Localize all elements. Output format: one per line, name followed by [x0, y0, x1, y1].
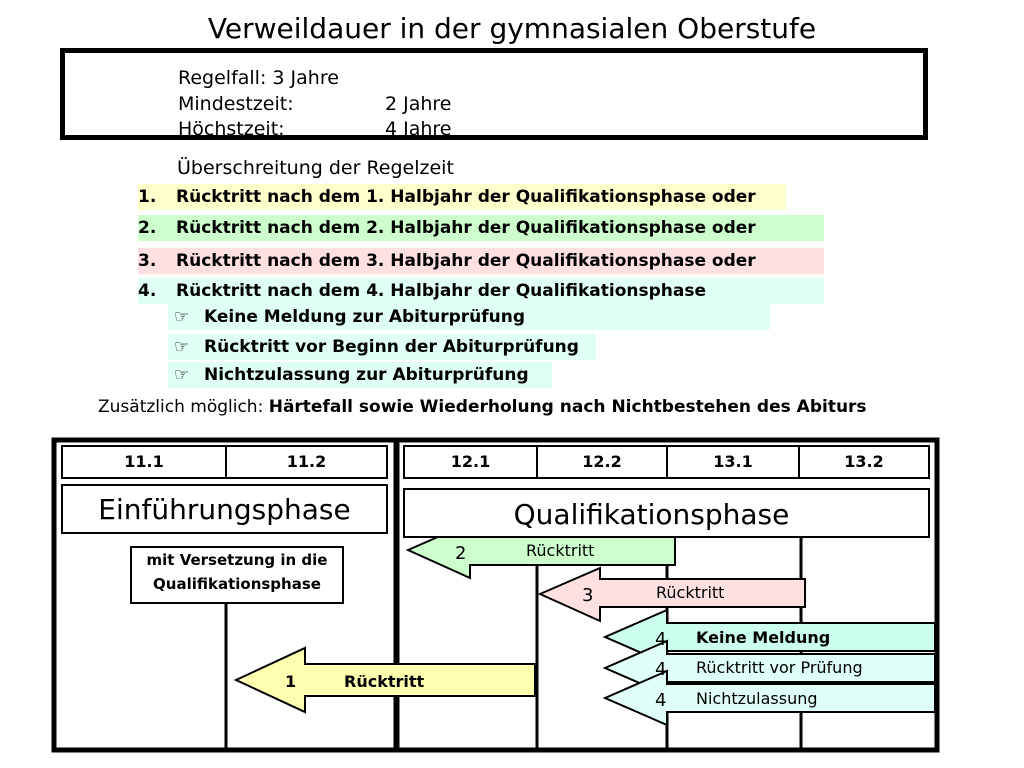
arrow-4c-number: 4 [655, 690, 666, 711]
arrow-1-number: 1 [285, 672, 296, 691]
arrow-4b-number: 4 [655, 659, 666, 680]
exceed-heading: Überschreitung der Regelzeit [177, 157, 454, 179]
case-text: Rücktritt nach dem 3. Halbjahr der Quali… [176, 251, 756, 271]
case-band-1: 1. Rücktritt nach dem 1. Halbjahr der Qu… [138, 184, 786, 210]
pointing-hand-icon: ☞ [174, 337, 190, 357]
arrow-4a-number: 4 [655, 629, 666, 650]
semester-11-2: 11.2 [225, 445, 388, 479]
case-text: Rücktritt nach dem 4. Halbjahr der Quali… [176, 281, 706, 301]
arrow-2-number: 2 [455, 543, 466, 564]
versetzung-box: mit Versetzung in die Qualifikationsphas… [130, 546, 344, 604]
rules-box: Regelfall: 3 Jahre Mindestzeit: 2 Jahre … [60, 48, 928, 140]
subcase-3: ☞ Nichtzulassung zur Abiturprüfung [168, 362, 552, 388]
case-band-2: 2. Rücktritt nach dem 2. Halbjahr der Qu… [138, 215, 824, 241]
semester-12-1: 12.1 [403, 445, 538, 479]
arrow-4a-label: Keine Meldung [696, 628, 830, 647]
extra-bold: Härtefall sowie Wiederholung nach Nichtb… [268, 397, 867, 417]
arrow-1 [233, 646, 536, 714]
rule-mindest-value: 2 Jahre [385, 93, 452, 115]
subcase-text: Keine Meldung zur Abiturprüfung [204, 307, 526, 327]
arrow-4c-label: Nichtzulassung [696, 689, 818, 708]
versetzung-line-2: Qualifikationsphase [153, 575, 321, 593]
case-number: 2. [138, 218, 157, 238]
versetzung-line-1: mit Versetzung in die [146, 551, 328, 569]
phase-qual: Qualifikationsphase [403, 488, 930, 538]
extra-prefix: Zusätzlich möglich: [98, 397, 269, 417]
case-number: 1. [138, 187, 157, 207]
case-band-4: 4. Rücktritt nach dem 4. Halbjahr der Qu… [138, 278, 824, 304]
arrow-4-nichtzulassung [602, 669, 936, 727]
arrow-4b-label: Rücktritt vor Prüfung [696, 658, 863, 677]
rule-mindest-label: Mindestzeit: [178, 93, 294, 115]
case-text: Rücktritt nach dem 2. Halbjahr der Quali… [176, 218, 756, 238]
semester-13-2: 13.2 [798, 445, 930, 479]
case-text: Rücktritt nach dem 1. Halbjahr der Quali… [176, 187, 756, 207]
subcase-2: ☞ Rücktritt vor Beginn der Abiturprüfung [168, 334, 596, 360]
arrow-2-label: Rücktritt [526, 541, 594, 560]
page-title: Verweildauer in der gymnasialen Oberstuf… [207, 12, 817, 45]
case-band-3: 3. Rücktritt nach dem 3. Halbjahr der Qu… [138, 248, 824, 274]
phase-intro: Einführungsphase [61, 484, 388, 534]
rule-regelfall: Regelfall: 3 Jahre [178, 67, 339, 89]
arrow-3-number: 3 [582, 585, 593, 606]
arrow-3-label: Rücktritt [656, 583, 724, 602]
arrow-3 [537, 566, 806, 623]
semester-11-1: 11.1 [61, 445, 227, 479]
rule-hoechst-value: 4 Jahre [385, 118, 452, 140]
case-number: 4. [138, 281, 157, 301]
case-number: 3. [138, 251, 157, 271]
pointing-hand-icon: ☞ [174, 365, 190, 385]
arrow-1-label: Rücktritt [344, 672, 425, 691]
extra-note: Zusätzlich möglich: Härtefall sowie Wied… [98, 397, 867, 417]
rule-hoechst-label: Höchstzeit: [178, 118, 285, 140]
semester-13-1: 13.1 [666, 445, 800, 479]
pointing-hand-icon: ☞ [174, 307, 190, 327]
subcase-text: Nichtzulassung zur Abiturprüfung [204, 365, 529, 385]
subcase-text: Rücktritt vor Beginn der Abiturprüfung [204, 337, 579, 357]
subcase-1: ☞ Keine Meldung zur Abiturprüfung [168, 304, 770, 330]
semester-12-2: 12.2 [536, 445, 668, 479]
